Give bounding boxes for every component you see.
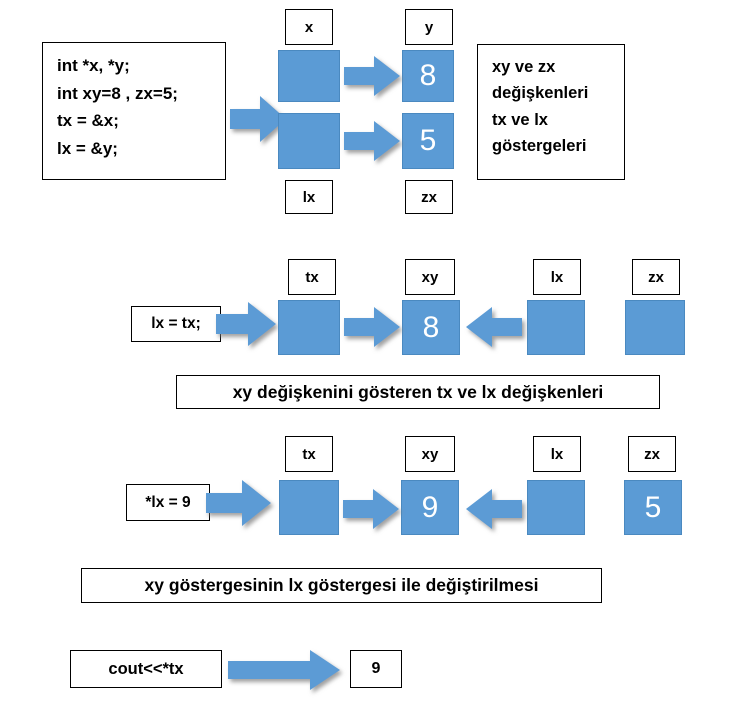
arrow-right-declarations (230, 96, 286, 142)
cell-pointer-x (278, 50, 340, 102)
label-text: lx (550, 268, 564, 286)
cell-tx (279, 480, 339, 535)
label-box-lx: lx (533, 436, 581, 472)
label-box-xy: xy (405, 436, 455, 472)
section-4: cout<<*tx 9 (0, 640, 733, 700)
code-line-1: int *x, *y; (57, 56, 130, 75)
note-line-3: tx ve lx (492, 110, 548, 129)
note-line-2: değişkenleri (492, 84, 589, 103)
section-3: *lx = 9 tx xy lx zx 9 5 (0, 432, 733, 607)
note-line-4: göstergeleri (492, 137, 587, 156)
caption-box-section-2: xy değişkenini gösteren tx ve lx değişke… (176, 375, 660, 409)
cell-lx (527, 300, 585, 355)
cell-value: 9 (421, 490, 439, 524)
note-line-1: xy ve zx (492, 58, 556, 76)
label-text: xy (421, 268, 439, 286)
cell-zx (625, 300, 685, 355)
caption-text: xy göstergesinin lx göstergesi ile değiş… (144, 575, 539, 595)
statement-text: lx = tx; (151, 315, 201, 332)
statement-box-lx-equals-tx: lx = tx; (131, 306, 221, 342)
cell-xy: 9 (401, 480, 459, 535)
label-box-zx: zx (628, 436, 676, 472)
code-line-2: int xy=8 , zx=5; (57, 83, 178, 103)
statement-box-deref-lx: *lx = 9 (126, 484, 210, 521)
code-line-3: tx = &x; (57, 111, 119, 131)
label-text: xy (421, 445, 439, 463)
label-text: tx (302, 445, 316, 463)
cell-value: 8 (422, 310, 440, 344)
cell-tx (278, 300, 340, 355)
caption-text: xy değişkenini gösteren tx ve lx değişke… (232, 381, 604, 402)
label-box-zx: zx (632, 259, 680, 295)
statement-text: cout<<*tx (108, 659, 184, 678)
label-box-tx: tx (285, 436, 333, 472)
label-box-y: y (405, 9, 453, 45)
section-2: lx = tx; tx xy lx zx 8 (0, 255, 733, 410)
cell-lx (527, 480, 585, 535)
cell-value: 5 (419, 124, 437, 157)
cell-value: 8 (419, 59, 437, 92)
cell-pointer-lx (278, 113, 340, 169)
cell-value-y: 8 (402, 50, 454, 102)
arrow-left-lx-to-xy (466, 489, 522, 529)
arrow-right-statement-3 (206, 480, 271, 526)
cell-xy: 8 (402, 300, 460, 355)
label-text: lx (302, 188, 316, 206)
output-box-value: 9 (350, 650, 402, 688)
cell-value: 5 (644, 490, 662, 524)
label-box-lx: lx (285, 180, 333, 214)
label-text: zx (648, 268, 664, 286)
cell-value-zx: 5 (402, 113, 454, 169)
note-box-variables: xy ve zx değişkenleri tx ve lx göstergel… (477, 44, 625, 180)
label-box-zx: zx (405, 180, 453, 214)
label-text: lx (550, 445, 564, 463)
label-text: zx (421, 188, 437, 206)
label-box-xy: xy (405, 259, 455, 295)
label-box-x: x (285, 9, 333, 45)
code-line-4: lx = &y; (57, 138, 118, 158)
label-text: y (424, 18, 434, 36)
output-text: 9 (371, 660, 381, 677)
arrow-right-output (228, 650, 340, 690)
label-text: tx (305, 268, 319, 286)
statement-text: *lx = 9 (145, 493, 191, 511)
caption-box-section-3: xy göstergesinin lx göstergesi ile değiş… (81, 568, 602, 603)
statement-box-cout: cout<<*tx (70, 650, 222, 688)
arrow-right-x-to-y (344, 56, 400, 96)
arrow-right-tx-to-xy (344, 307, 400, 347)
code-block-declarations: int *x, *y; int xy=8 , zx=5; tx = &x; lx… (42, 42, 226, 180)
label-text: x (304, 18, 314, 36)
arrow-left-lx-to-xy (466, 307, 522, 347)
arrow-right-lx-to-zx (344, 121, 400, 161)
cell-zx: 5 (624, 480, 682, 535)
label-box-tx: tx (288, 259, 336, 295)
label-text: zx (644, 445, 660, 463)
section-1: int *x, *y; int xy=8 , zx=5; tx = &x; lx… (0, 0, 733, 230)
label-box-lx: lx (533, 259, 581, 295)
arrow-right-statement-2 (216, 302, 276, 346)
arrow-right-tx-to-xy (343, 489, 399, 529)
